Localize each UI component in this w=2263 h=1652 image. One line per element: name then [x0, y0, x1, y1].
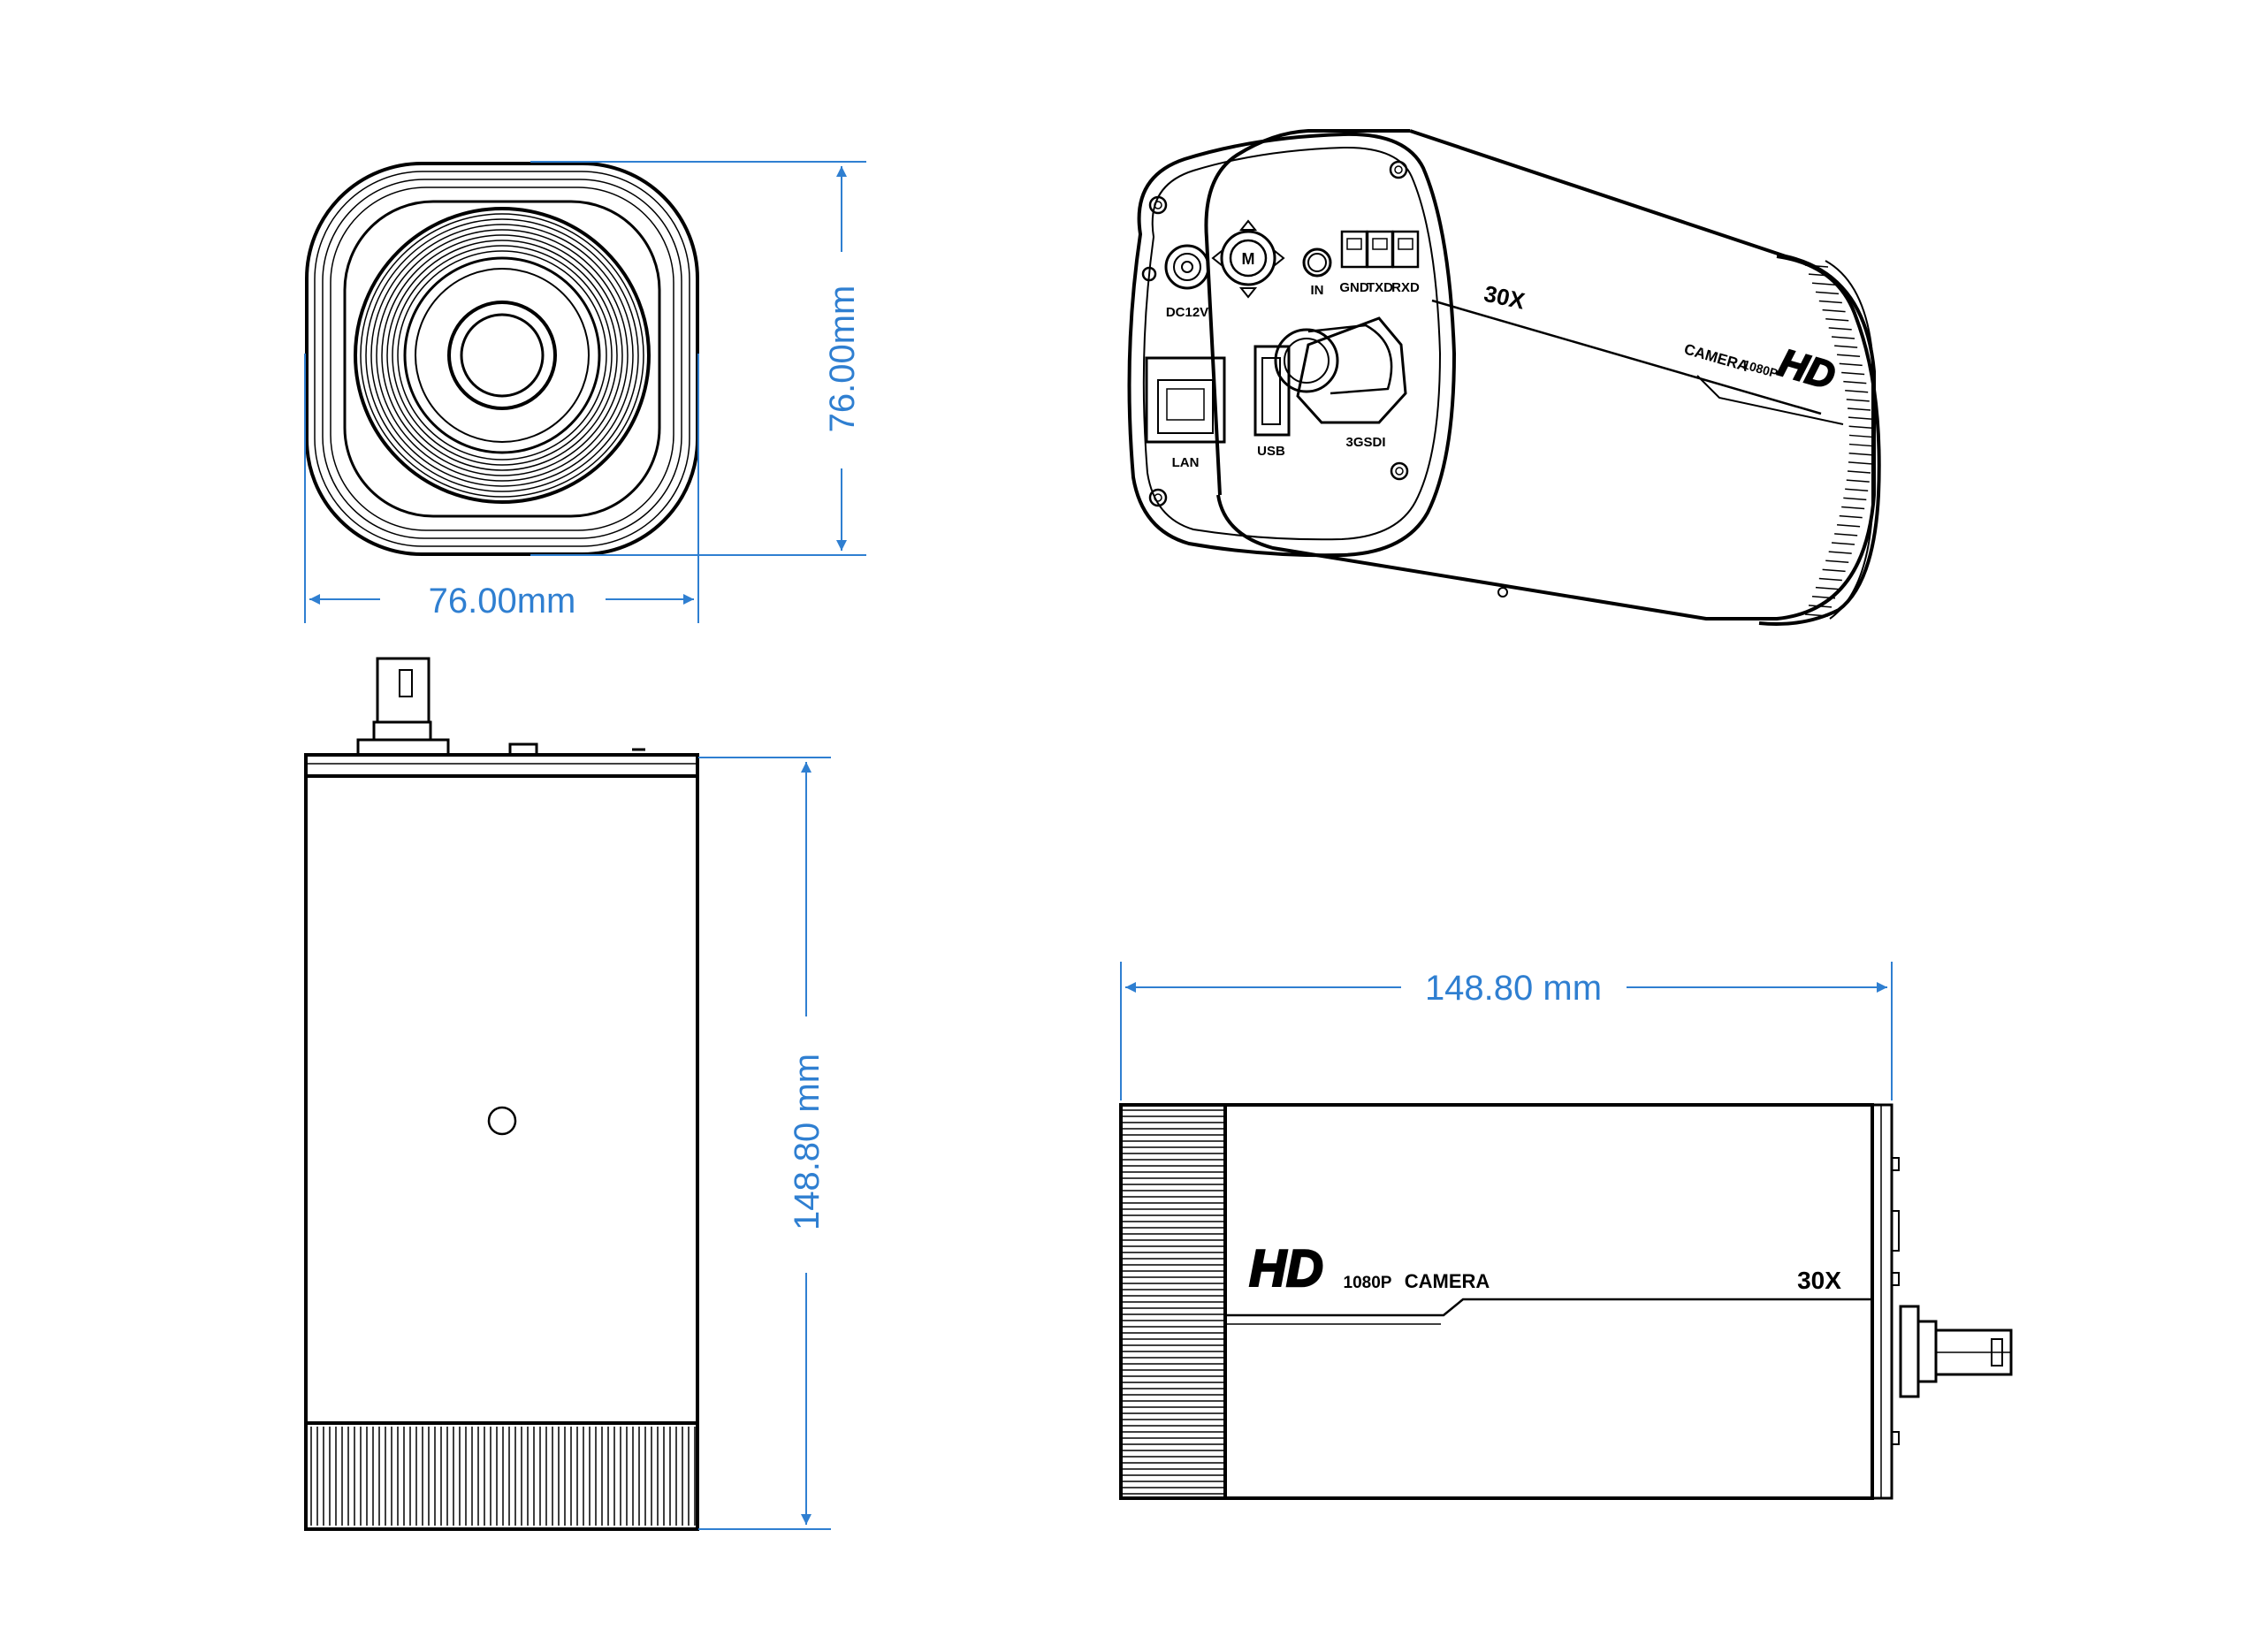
- knurl-line: [1818, 300, 1842, 304]
- knurl-line: [1848, 461, 1872, 465]
- sdi-label: 3GSDI: [1345, 435, 1385, 450]
- knurl-line: [1839, 514, 1863, 519]
- knurl-line: [1818, 577, 1842, 582]
- knurl-line: [1834, 533, 1858, 537]
- side-zoom-label: 30X: [1797, 1267, 1841, 1294]
- top-view: [304, 657, 699, 1531]
- knurl-line: [1825, 318, 1849, 322]
- knurl-line: [1848, 443, 1873, 447]
- side-hd-logo: HD: [1249, 1240, 1323, 1298]
- knurl-line: [1811, 595, 1836, 599]
- rxd-label: RXD: [1391, 280, 1420, 295]
- in-label: IN: [1311, 283, 1324, 298]
- knurl-line: [1846, 479, 1870, 483]
- knurl-line: [1845, 390, 1869, 393]
- side-length-dimension: 148.80 mm: [1425, 969, 1602, 1008]
- front-view: [305, 162, 699, 556]
- knurl-line: [1831, 542, 1855, 545]
- knurl-line: [1848, 434, 1873, 438]
- knurl-line: [1848, 416, 1872, 420]
- lens-rings: [354, 207, 651, 504]
- joystick-label: M: [1242, 250, 1255, 268]
- knurl-line: [1822, 308, 1846, 313]
- knurl-line: [1839, 362, 1863, 367]
- knurl-line: [1837, 523, 1861, 528]
- top-length-dimension: 148.80 mm: [788, 1054, 827, 1230]
- knurl-line: [1828, 551, 1852, 554]
- front-dimensions: [304, 161, 866, 623]
- persp-hd-logo: HD: [1774, 341, 1840, 399]
- knurl-line: [1822, 568, 1846, 573]
- knurl-line: [1837, 354, 1861, 358]
- persp-res-label: 1080P: [1741, 357, 1779, 381]
- lan-label: LAN: [1172, 455, 1200, 470]
- knurl-line: [1847, 470, 1871, 474]
- usb-label: USB: [1257, 444, 1285, 459]
- knurl-line: [1815, 291, 1840, 295]
- knurl-line: [1811, 282, 1836, 286]
- dc12v-label: DC12V: [1166, 305, 1208, 320]
- front-height-dimension: 76.00mm: [823, 285, 862, 433]
- top-knurl: [310, 1427, 696, 1526]
- knurl-line: [1808, 273, 1832, 277]
- knurl-line: [1843, 380, 1867, 384]
- knurl-line: [1831, 336, 1855, 339]
- knurl-line: [1846, 399, 1870, 402]
- knurl-line: [1828, 327, 1852, 331]
- knurl-line: [1848, 425, 1872, 430]
- knurl-line: [1841, 371, 1865, 376]
- side-dimensions: [1120, 962, 1893, 1100]
- top-dimensions: [698, 757, 831, 1530]
- knurl-line: [1808, 605, 1832, 608]
- knurl-line: [1834, 345, 1858, 348]
- gnd-label: GND: [1339, 280, 1369, 295]
- side-view: [1119, 1103, 2013, 1500]
- knurl-line: [1815, 586, 1840, 590]
- knurl-line: [1848, 452, 1872, 456]
- side-labels: HD 1080P CAMERA 30X: [1248, 1239, 1841, 1299]
- knurl-line: [1845, 488, 1869, 491]
- knurl-line: [1804, 264, 1829, 268]
- side-res-label: 1080P: [1344, 1274, 1392, 1292]
- knurl-line: [1841, 506, 1865, 510]
- knurl-line: [1847, 407, 1871, 411]
- knurl-line: [1804, 613, 1829, 617]
- front-width-dimension: 76.00mm: [429, 582, 576, 620]
- perspective-view: [1127, 129, 1881, 626]
- side-camera-label: CAMERA: [1405, 1270, 1490, 1292]
- knurl-line: [1843, 497, 1867, 501]
- persp-camera-label: CAMERA: [1682, 340, 1750, 375]
- perspective-labels: DC12V M IN GND TXD RXD LAN USB 3GSDI 30X…: [1166, 250, 1840, 470]
- txd-label: TXD: [1367, 280, 1393, 295]
- zoom-label: 30X: [1482, 280, 1528, 315]
- knurl-line: [1825, 560, 1849, 563]
